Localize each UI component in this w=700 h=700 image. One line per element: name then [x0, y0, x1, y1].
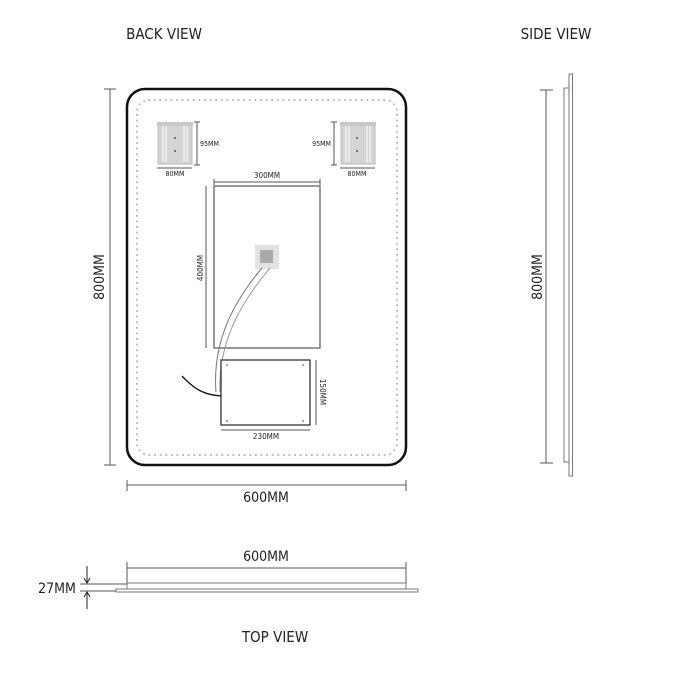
bracket-height-right: 95MM: [312, 140, 331, 148]
box-width-label: 230MM: [253, 432, 279, 441]
side-height-label: 800MM: [530, 254, 546, 300]
side-view: 800MM: [530, 73, 573, 477]
panel-height-label: 400MM: [196, 255, 205, 281]
bracket-width-right: 80MM: [348, 170, 367, 178]
top-view: 600MM 27MM: [38, 549, 419, 609]
side-view-title: SIDE VIEW: [521, 25, 592, 43]
height-dimension: 800MM: [92, 88, 116, 466]
back-panel: 300MM 400MM: [196, 171, 321, 393]
height-label: 800MM: [92, 254, 108, 300]
cable: [215, 267, 263, 393]
box-height-label: 150MM: [318, 379, 327, 405]
width-dimension: 600MM: [126, 480, 407, 506]
panel-width-label: 300MM: [254, 171, 280, 180]
mounting-bracket-left: 95MM 80MM: [157, 121, 219, 178]
back-view: 800MM 600MM 95MM 80MM: [92, 87, 408, 506]
power-cord: [181, 375, 222, 397]
mounting-bracket-right: 95MM 80MM: [312, 121, 376, 178]
driver-box: 230MM 150MM: [181, 359, 327, 441]
top-view-title: TOP VIEW: [241, 628, 308, 646]
bracket-height-left: 95MM: [200, 140, 219, 148]
bracket-width-left: 80MM: [166, 170, 185, 178]
led-strip-dots: [135, 98, 399, 457]
back-view-title: BACK VIEW: [126, 25, 202, 43]
width-label: 600MM: [243, 490, 289, 506]
top-width-label: 600MM: [243, 549, 289, 565]
mirror-outline: [125, 87, 408, 467]
depth-label: 27MM: [38, 581, 76, 597]
